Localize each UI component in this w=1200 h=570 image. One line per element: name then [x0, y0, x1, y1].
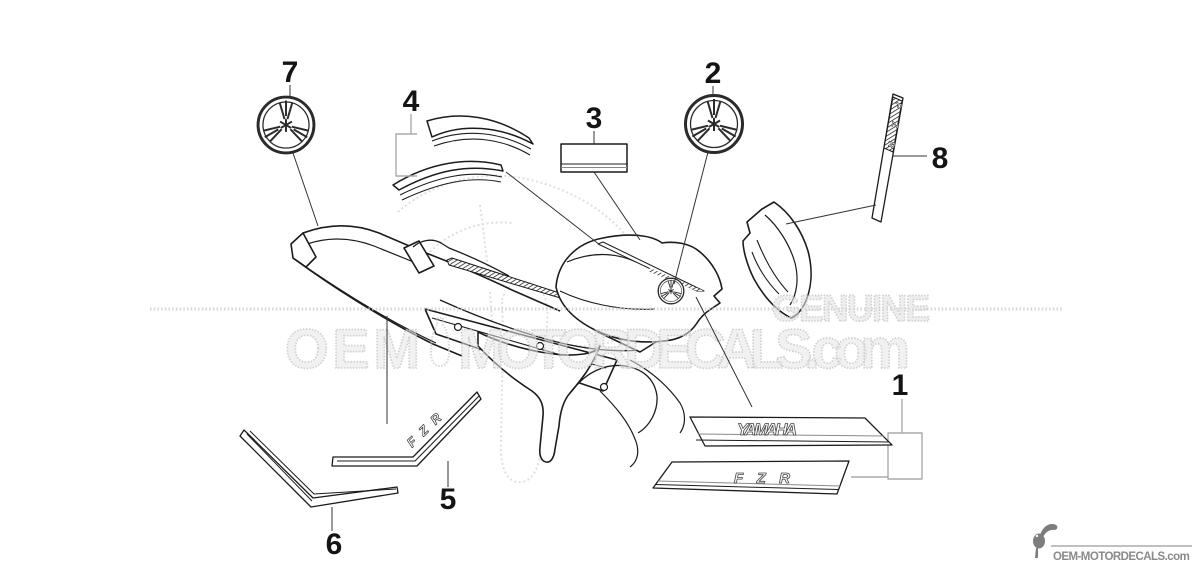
part-7-emblem-icon — [256, 95, 316, 155]
leader-8 — [785, 155, 927, 225]
front-cowl-piece — [742, 201, 812, 319]
part-3-rect-decal — [560, 143, 628, 173]
yamaha-wordmark-text: YAMAHA — [737, 420, 797, 439]
part-8-strip-decal: FZR — [871, 93, 904, 223]
part-4-trim-strips — [392, 115, 534, 201]
tank-emblem-icon — [657, 277, 685, 305]
part-2-emblem-icon — [684, 94, 744, 154]
callout-1: 1 — [892, 369, 909, 402]
leader-4-diagonal — [505, 171, 601, 246]
callout-7: 7 — [282, 56, 299, 89]
lower-cowl — [477, 331, 658, 463]
part-1-yamaha-strip: YAMAHA — [689, 416, 893, 447]
callout-3: 3 — [586, 102, 603, 135]
callout-4: 4 — [403, 85, 420, 118]
site-logo-text: OEM-MOTORDECALS.com — [1053, 551, 1191, 563]
callout-6: 6 — [326, 528, 343, 561]
leader-5 — [386, 316, 449, 487]
site-logo: OEM-MOTORDECALS.com — [1033, 524, 1192, 563]
watermark-brand-left: OEM — [285, 317, 420, 380]
watermark-layer: OEM MOTORDECALS.com GENUINE — [150, 287, 1062, 381]
toucan-logo-icon — [1033, 524, 1058, 558]
callout-8: 8 — [932, 142, 949, 175]
watermark-brand-right: MOTORDECALS.com — [458, 317, 910, 380]
leader-1 — [695, 296, 753, 408]
part-1-fzr-text: FZR — [734, 470, 790, 487]
fuel-tank — [555, 234, 723, 343]
leader-3 — [593, 131, 641, 241]
leader-7 — [289, 85, 319, 227]
leader-lines — [289, 85, 927, 531]
part-5-chevron-decal: FZR — [331, 391, 482, 467]
callout-5: 5 — [440, 483, 457, 516]
callout-2: 2 — [705, 57, 722, 90]
part-1-fzr-strip: FZR — [652, 460, 850, 495]
callout-numbers: 7 4 3 2 8 1 5 6 — [282, 56, 949, 561]
leader-2 — [673, 86, 714, 285]
leader-4-bracket — [395, 114, 417, 177]
watermark-bottle-icon — [429, 317, 451, 368]
tail-section — [290, 225, 582, 357]
part-6-chevron-decal — [239, 429, 399, 508]
watermark-genuine: GENUINE — [772, 288, 930, 329]
part-1-bracket — [851, 399, 923, 480]
motorcycle-line-art — [290, 201, 812, 468]
